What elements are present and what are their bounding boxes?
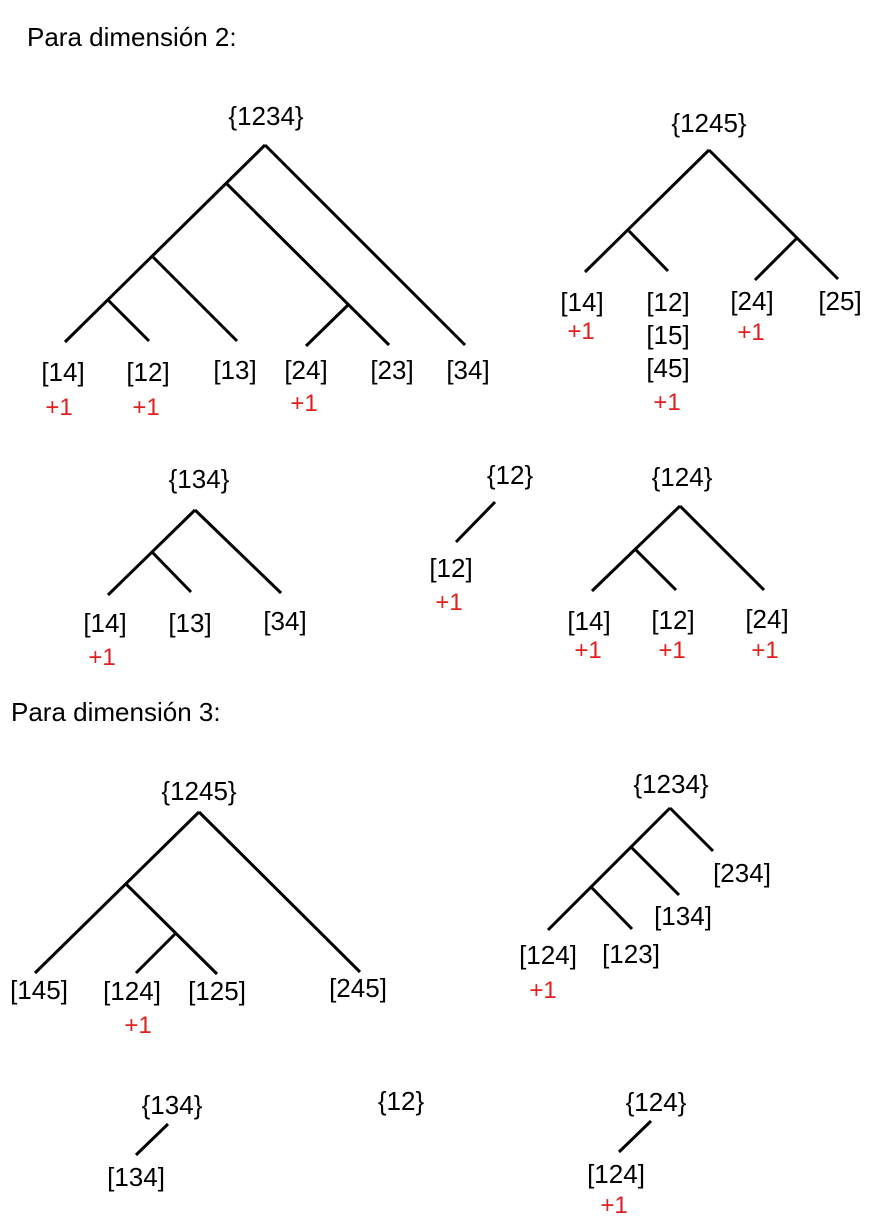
edge bbox=[590, 504, 682, 593]
leaf-label: [25] bbox=[818, 286, 862, 316]
edge bbox=[304, 303, 350, 348]
leaf-label: [24] bbox=[745, 604, 789, 634]
edge bbox=[224, 181, 391, 347]
plus-one-mark: +1 bbox=[435, 589, 463, 616]
leaf-label: [13] bbox=[213, 355, 257, 385]
edge bbox=[678, 504, 766, 592]
tree-root-label: {1245} bbox=[671, 108, 747, 138]
edge bbox=[546, 806, 672, 932]
edge bbox=[634, 548, 678, 592]
leaf-label: [124] bbox=[519, 940, 577, 970]
edge bbox=[583, 148, 711, 274]
plus-one-mark: +1 bbox=[132, 394, 160, 421]
edge bbox=[630, 846, 681, 897]
leaf-label: [12] bbox=[429, 553, 473, 583]
edge bbox=[627, 229, 670, 273]
leaf-label: [134] bbox=[654, 901, 712, 931]
heading-dimension-2: Para dimensión 2: bbox=[27, 22, 237, 52]
leaf-label: [124] bbox=[103, 976, 161, 1006]
tree-root-label: {134} bbox=[141, 1090, 203, 1120]
leaf-label: [13] bbox=[168, 608, 212, 638]
edge bbox=[63, 143, 267, 344]
leaf-label: [12] bbox=[126, 357, 170, 387]
edge bbox=[668, 806, 715, 853]
leaf-label: [34] bbox=[446, 355, 490, 385]
edge bbox=[454, 500, 497, 544]
plus-one-mark: +1 bbox=[529, 977, 557, 1004]
plus-one-mark: +1 bbox=[88, 644, 116, 671]
leaf-label: [125] bbox=[188, 976, 246, 1006]
leaf-label: [124] bbox=[587, 1159, 645, 1189]
leaf-label: [134] bbox=[107, 1162, 165, 1192]
edge bbox=[150, 550, 193, 594]
leaf-label: [14] bbox=[560, 287, 604, 317]
leaf-label: [34] bbox=[263, 606, 307, 636]
tree-root-label: {1245} bbox=[161, 776, 237, 806]
leaf-label: [15] bbox=[646, 320, 690, 350]
edge bbox=[33, 810, 201, 975]
tree-root-label: {1234} bbox=[228, 101, 304, 131]
tree-root-label: {12} bbox=[486, 460, 534, 490]
leaf-label: [14] bbox=[41, 357, 85, 387]
edge bbox=[197, 810, 362, 974]
leaf-label: [145] bbox=[10, 975, 68, 1005]
edge bbox=[134, 1122, 170, 1157]
leaf-label: [234] bbox=[713, 858, 771, 888]
leaf-label: [245] bbox=[329, 973, 387, 1003]
edge bbox=[134, 931, 178, 975]
tree-root-label: {134} bbox=[168, 464, 230, 494]
plus-one-mark: +1 bbox=[600, 1192, 628, 1219]
leaf-label: [45] bbox=[646, 353, 690, 383]
plus-one-mark: +1 bbox=[574, 637, 602, 664]
leaf-label: [24] bbox=[730, 286, 774, 316]
tree-root-label: {124} bbox=[625, 1087, 687, 1117]
edge bbox=[617, 1119, 653, 1154]
leaf-label: [12] bbox=[651, 605, 695, 635]
edge bbox=[106, 298, 151, 343]
edge bbox=[124, 882, 219, 976]
heading-dimension-3: Para dimensión 3: bbox=[11, 697, 221, 727]
leaf-label: [14] bbox=[567, 606, 611, 636]
plus-one-mark: +1 bbox=[658, 637, 686, 664]
edge bbox=[753, 236, 799, 282]
plus-one-mark: +1 bbox=[290, 390, 318, 417]
edge bbox=[707, 148, 840, 281]
leaf-label: [123] bbox=[602, 939, 660, 969]
plus-one-mark: +1 bbox=[751, 637, 779, 664]
tree-root-label: {1234} bbox=[633, 769, 709, 799]
edge bbox=[151, 255, 239, 343]
tree-root-label: {124} bbox=[651, 462, 713, 492]
leaf-label: [12] bbox=[646, 287, 690, 317]
leaf-label: [23] bbox=[370, 355, 414, 385]
leaf-label: [24] bbox=[284, 355, 328, 385]
tree-root-label: {12} bbox=[377, 1086, 425, 1116]
plus-one-mark: +1 bbox=[653, 389, 681, 416]
plus-one-mark: +1 bbox=[124, 1012, 152, 1039]
edge bbox=[263, 143, 467, 347]
edge bbox=[193, 508, 283, 595]
plus-one-mark: +1 bbox=[567, 318, 595, 345]
leaf-label: [14] bbox=[83, 608, 127, 638]
edge bbox=[590, 886, 634, 931]
plus-one-mark: +1 bbox=[45, 394, 73, 421]
plus-one-mark: +1 bbox=[737, 319, 765, 346]
